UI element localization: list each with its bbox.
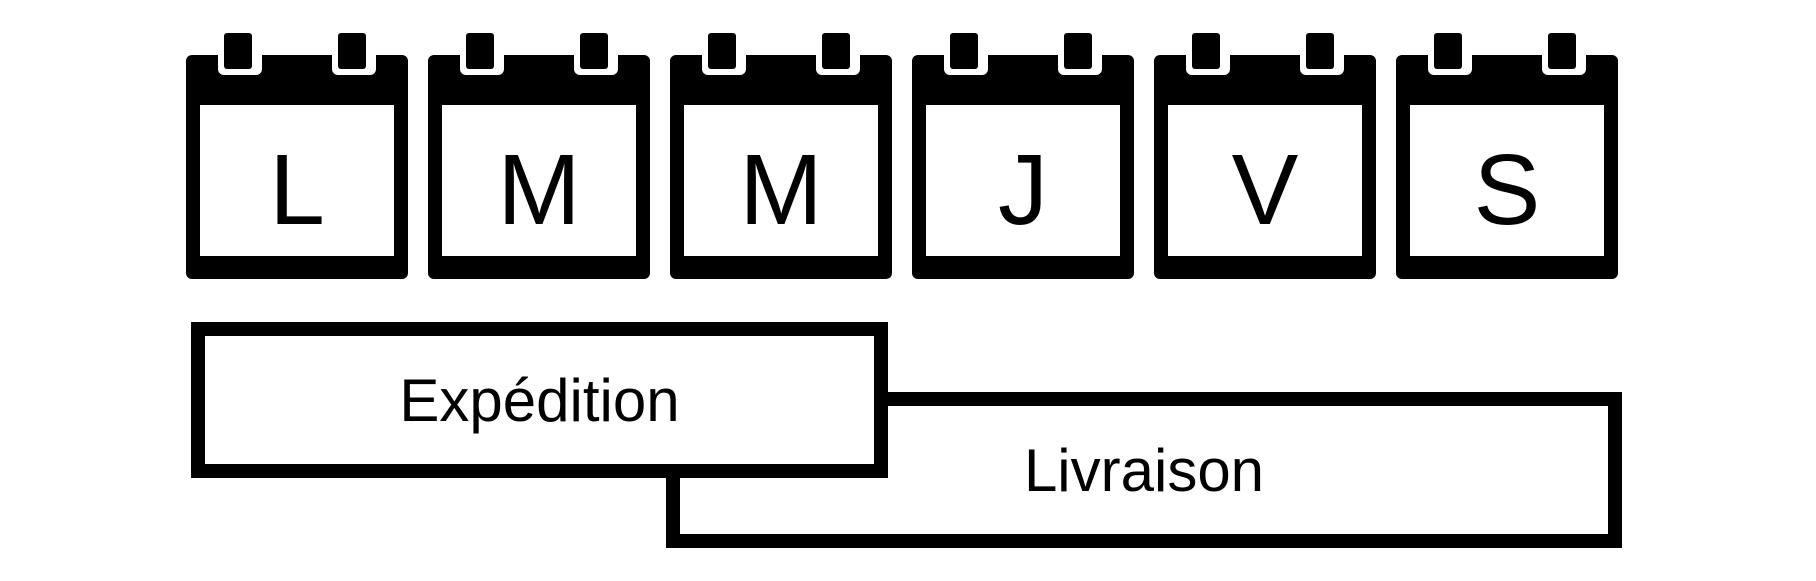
- day-letter: M: [739, 134, 822, 246]
- ring: [466, 33, 494, 69]
- livraison-label: Livraison: [1023, 436, 1265, 504]
- expedition-label: Expédition: [399, 366, 680, 434]
- ring: [822, 33, 850, 69]
- calendar-icon: J: [912, 33, 1134, 279]
- ring: [338, 33, 366, 69]
- expedition-box: Expédition: [191, 322, 888, 478]
- ring: [1434, 33, 1462, 69]
- ring: [1548, 33, 1576, 69]
- ring: [1064, 33, 1092, 69]
- day-letter: J: [998, 134, 1048, 246]
- ring: [224, 33, 252, 69]
- ring: [1192, 33, 1220, 69]
- day-letter: S: [1474, 134, 1541, 246]
- calendar-icon: M: [670, 33, 892, 279]
- day-letter: L: [269, 134, 325, 246]
- calendar-icon: M: [428, 33, 650, 279]
- calendar-icon: V: [1154, 33, 1376, 279]
- day-letter: V: [1232, 134, 1299, 246]
- calendar-icon: S: [1396, 33, 1618, 279]
- calendar-icon: L: [186, 33, 408, 279]
- ring: [950, 33, 978, 69]
- day-letter: M: [497, 134, 580, 246]
- ring: [708, 33, 736, 69]
- ring: [1306, 33, 1334, 69]
- ring: [580, 33, 608, 69]
